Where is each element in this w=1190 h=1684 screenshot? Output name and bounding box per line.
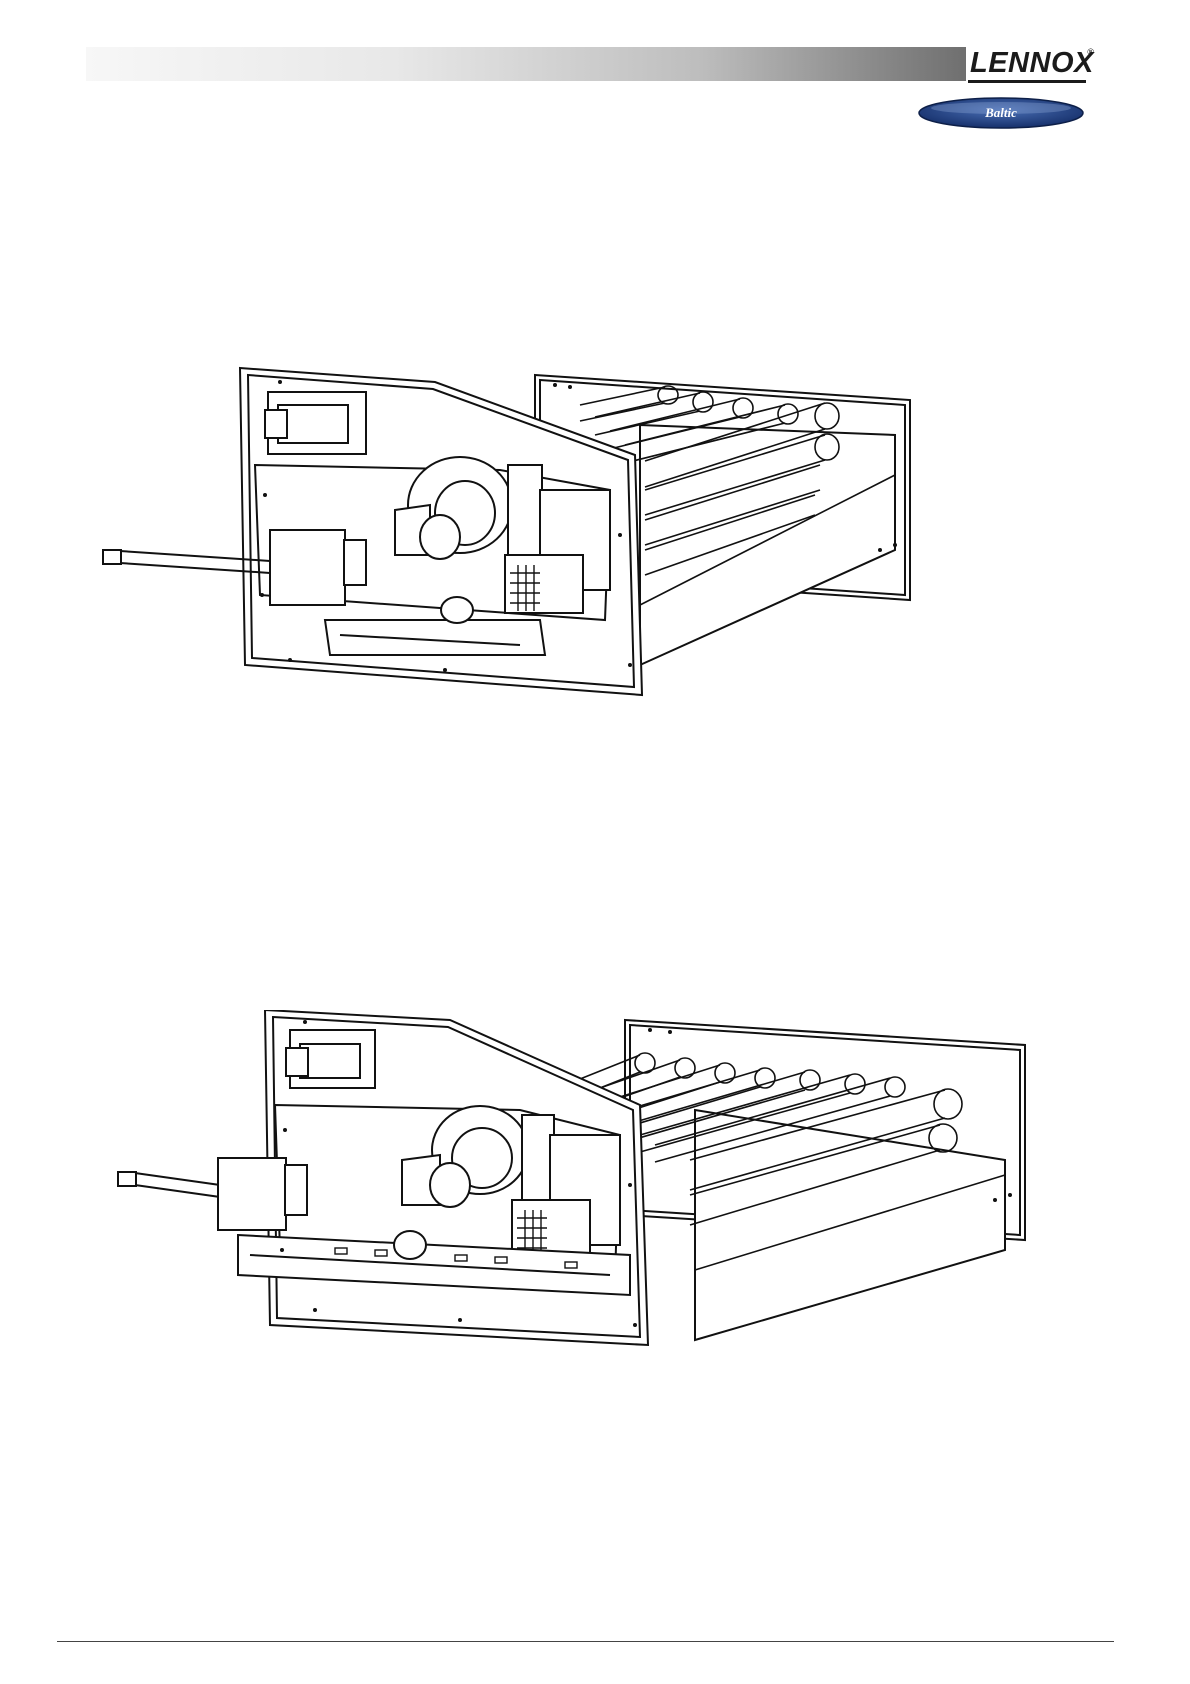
burner-assembly-figure-1 <box>100 365 1000 765</box>
baltic-badge: Baltic <box>917 96 1085 130</box>
lennox-logo: LENNOX ® <box>962 44 1094 86</box>
registered-mark: ® <box>1087 47 1094 57</box>
logo-underline <box>968 80 1086 83</box>
burner-assembly-drawing-2 <box>110 1010 1030 1460</box>
burner-assembly-drawing-1 <box>100 365 1000 765</box>
footer-rule <box>57 1641 1114 1642</box>
lennox-logo-text: LENNOX <box>970 47 1094 80</box>
baltic-badge-text: Baltic <box>917 105 1085 121</box>
burner-assembly-figure-2 <box>110 1010 1030 1460</box>
header-gradient-bar <box>86 47 966 81</box>
